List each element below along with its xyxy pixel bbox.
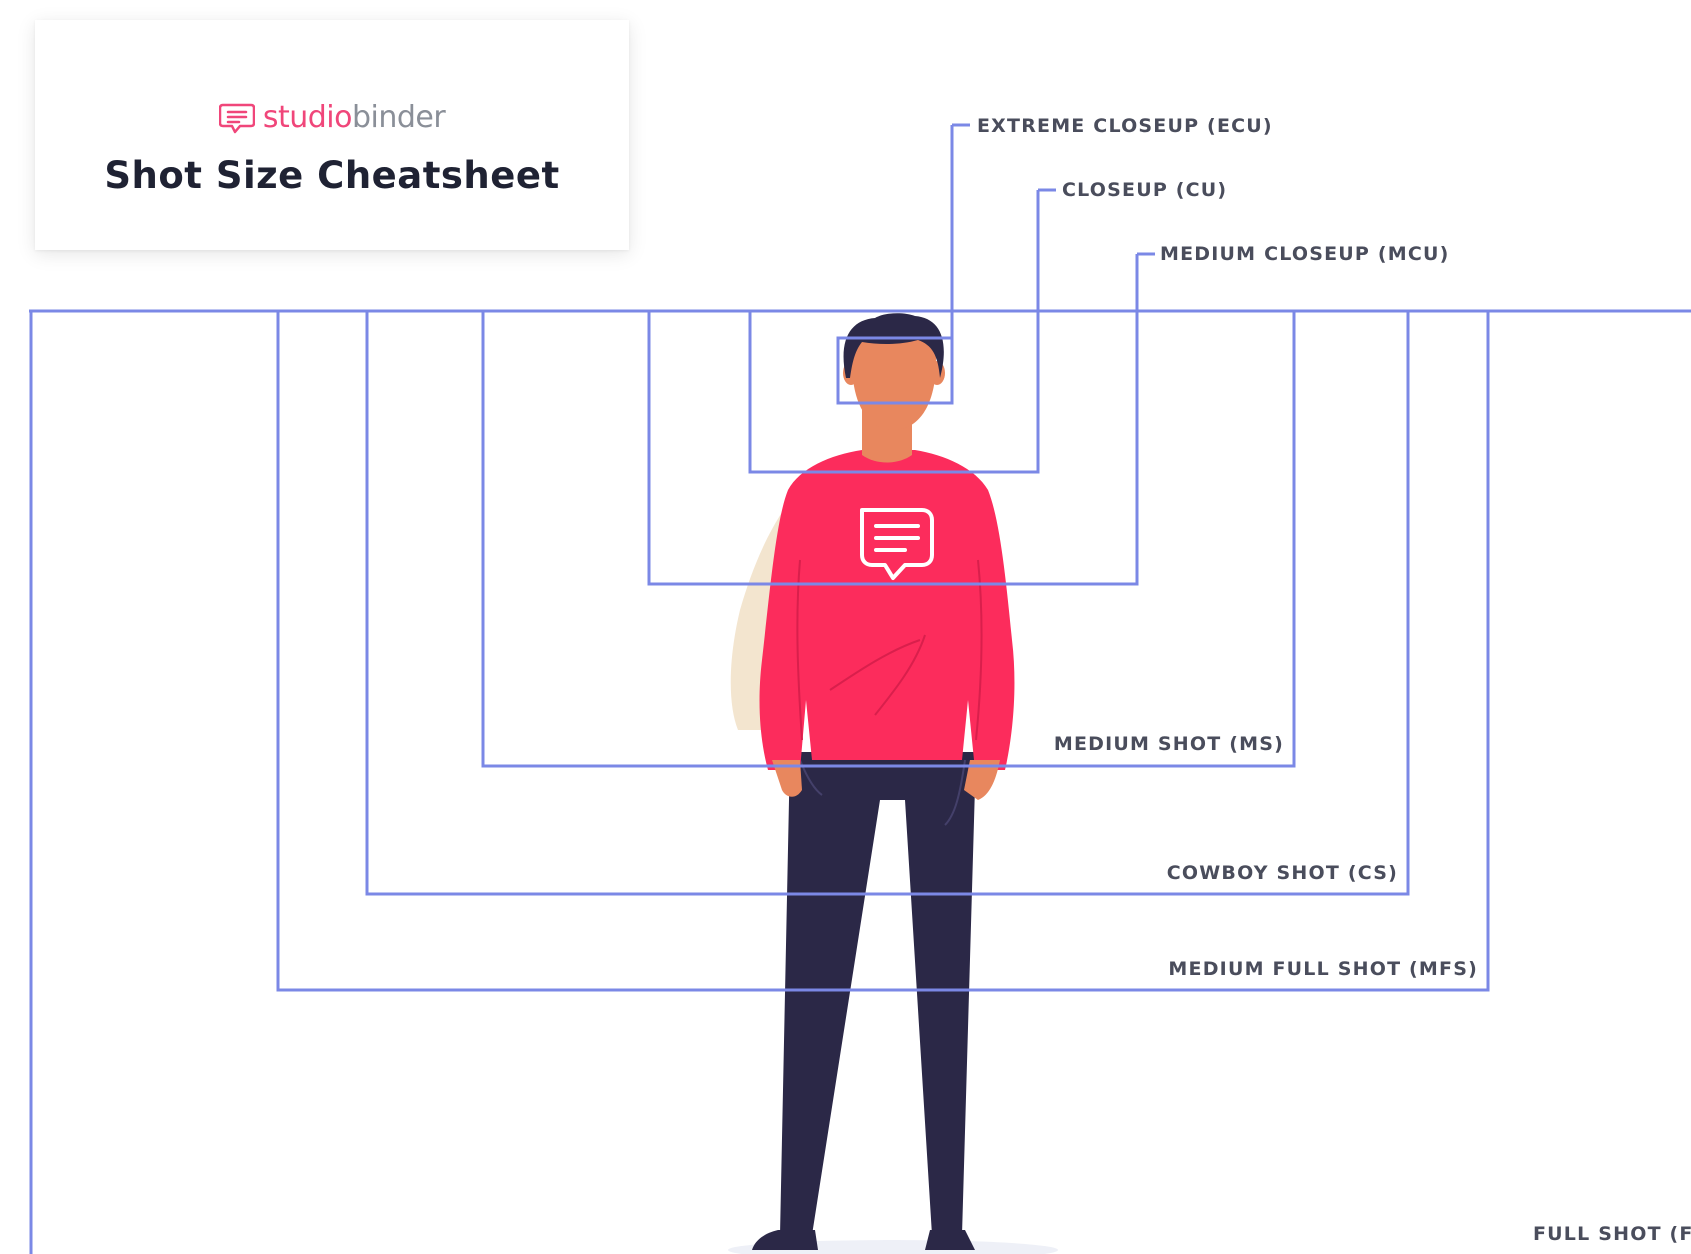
hand-left: [772, 760, 802, 797]
frame-closeup: [748, 190, 1040, 474]
sweater: [759, 450, 1015, 770]
hair: [843, 313, 944, 378]
person-illustration: [728, 313, 1058, 1254]
title-card: studiobinder Shot Size Cheatsheet: [35, 20, 629, 250]
shirt-fold-2: [874, 634, 926, 716]
label-full-shot: FULL SHOT (FS): [1533, 1223, 1691, 1245]
frame-extreme-closeup: [836, 125, 954, 405]
label-medium-full-shot: MEDIUM FULL SHOT (MFS): [1168, 958, 1478, 980]
hand-right: [964, 760, 1000, 800]
sleeve-crease-right: [975, 559, 983, 741]
shirt-fold-1: [829, 639, 921, 691]
label-medium-closeup: MEDIUM CLOSEUP (MCU): [1160, 243, 1449, 265]
label-closeup: CLOSEUP (CU): [1062, 179, 1227, 201]
shoe-right: [925, 1230, 975, 1250]
label-cowboy-shot: COWBOY SHOT (CS): [1167, 862, 1398, 884]
frame-medium-shot: [481, 311, 1296, 768]
brand-logo: studiobinder: [35, 102, 629, 134]
shoe-left: [752, 1230, 818, 1250]
shot-labels: EXTREME CLOSEUP (ECU) CLOSEUP (CU) MEDIU…: [977, 115, 1691, 1245]
shot-frames: [29, 123, 1691, 1254]
page-title: Shot Size Cheatsheet: [104, 154, 560, 197]
chat-bubble-icon: [218, 103, 255, 134]
sleeve-crease-left: [796, 559, 803, 741]
brand-name: studiobinder: [262, 100, 446, 135]
frame-cowboy-shot: [365, 311, 1410, 896]
pants: [780, 752, 976, 1235]
brand-name-studio: studio: [262, 100, 353, 135]
label-medium-shot: MEDIUM SHOT (MS): [1054, 733, 1284, 755]
sweater-logo-icon: [860, 508, 934, 580]
pocket-line-right: [944, 759, 966, 826]
frame-medium-closeup: [647, 254, 1139, 586]
brand-name-binder: binder: [351, 100, 446, 135]
frame-medium-full-shot: [276, 311, 1490, 992]
label-extreme-closeup: EXTREME CLOSEUP (ECU): [977, 115, 1273, 137]
backpack: [730, 470, 830, 730]
